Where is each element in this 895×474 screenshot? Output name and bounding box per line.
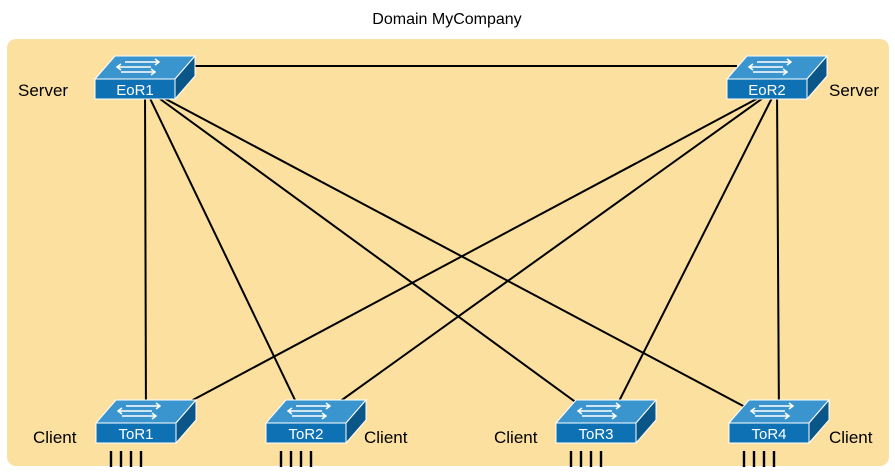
switch-label: ToR2 [288,426,323,443]
switch-tor2[interactable]: ToR2 [264,398,368,467]
role-label-tor2: Client [364,428,408,447]
switch-arrows-icon [116,402,162,420]
link-eor2-tor1 [145,87,778,426]
access-ports [109,451,143,467]
role-label-tor4: Client [829,428,873,447]
access-ports [742,451,776,467]
access-ports [279,451,313,467]
link-eor2-tor4 [776,87,780,426]
switch-tor4[interactable]: ToR4 [727,398,831,467]
switch-label: ToR4 [751,426,786,443]
access-ports [569,451,603,467]
switch-tor3[interactable]: ToR3 [554,398,658,467]
link-eor1-tor1 [144,87,147,426]
link-eor2-tor3 [606,87,778,426]
switch-arrows-icon [115,58,161,76]
switch-icon [725,54,829,101]
switch-label: ToR1 [118,426,153,443]
role-label-eor2: Server [829,81,879,100]
switch-arrows-icon [747,58,793,76]
switch-label: EoR2 [748,82,786,99]
switch-arrows-icon [286,402,332,420]
switch-eor1[interactable]: EoR1 [93,54,197,101]
link-eor1-tor2 [144,87,308,426]
switch-icon [94,398,198,445]
role-label-tor1: Client [33,428,77,447]
switch-label: EoR1 [116,82,154,99]
switch-tor1[interactable]: ToR1 [94,398,198,467]
switch-icon [554,398,658,445]
link-eor1-tor3 [144,87,608,426]
role-label-eor1: Server [18,81,68,100]
link-eor2-tor2 [306,87,778,426]
switch-arrows-icon [576,402,622,420]
switch-arrows-icon [749,402,795,420]
switch-eor2[interactable]: EoR2 [725,54,829,101]
switch-icon [93,54,197,101]
switch-icon [727,398,831,445]
switch-icon [264,398,368,445]
role-label-tor3: Client [494,428,538,447]
domain-title: Domain MyCompany [372,11,521,28]
links-layer [144,65,780,426]
switch-label: ToR3 [578,426,613,443]
